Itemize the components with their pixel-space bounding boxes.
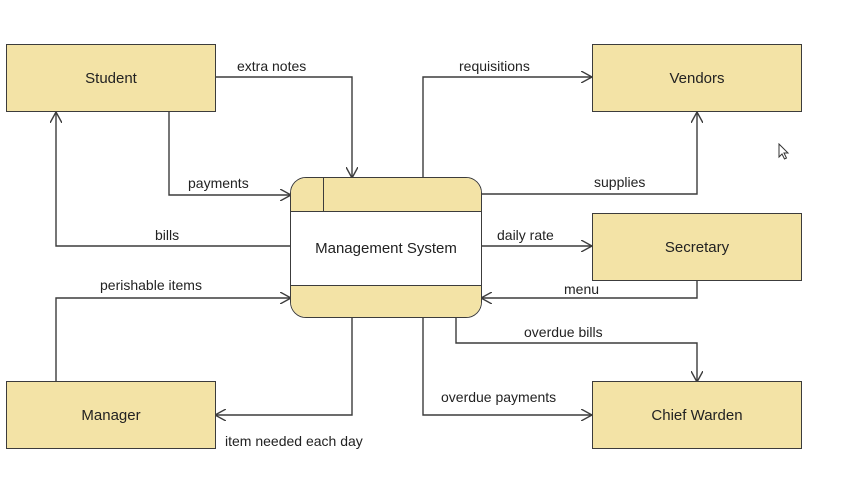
label-perishable-items: perishable items xyxy=(100,277,202,293)
flow-item-needed xyxy=(215,317,353,415)
label-menu: menu xyxy=(564,281,600,297)
mouse-cursor-icon xyxy=(778,143,790,160)
label-payments: payments xyxy=(188,175,249,191)
entity-manager[interactable]: Manager xyxy=(6,381,216,449)
flow-menu xyxy=(481,281,698,298)
flow-overdue-bills xyxy=(455,317,697,382)
label-overdue-payments: overdue payments xyxy=(441,389,557,405)
entity-chief-warden[interactable]: Chief Warden xyxy=(592,381,802,449)
process-id-band xyxy=(291,178,481,212)
process-name: Management System xyxy=(315,239,457,257)
entity-secretary[interactable]: Secretary xyxy=(592,213,802,281)
entity-vendors[interactable]: Vendors xyxy=(592,44,802,112)
label-requisitions: requisitions xyxy=(459,58,530,74)
process-id-divider xyxy=(323,178,324,211)
flow-bills xyxy=(56,112,291,247)
flow-extra-notes xyxy=(215,76,352,178)
flow-payments xyxy=(168,112,291,195)
label-daily-rate: daily rate xyxy=(497,227,554,243)
flow-overdue-payments xyxy=(422,317,592,415)
label-overdue-bills: overdue bills xyxy=(524,324,603,340)
flow-requisitions xyxy=(422,77,592,178)
label-bills: bills xyxy=(155,227,180,243)
label-item-needed: item needed each day xyxy=(225,433,363,449)
label-supplies: supplies xyxy=(594,174,646,190)
entity-student[interactable]: Student xyxy=(6,44,216,112)
label-extra-notes: extra notes xyxy=(237,58,307,74)
process-management-system[interactable]: Management System xyxy=(290,177,482,318)
flow-supplies xyxy=(481,112,697,195)
process-bottom-band xyxy=(291,285,481,317)
flow-perishable-items xyxy=(55,298,291,382)
